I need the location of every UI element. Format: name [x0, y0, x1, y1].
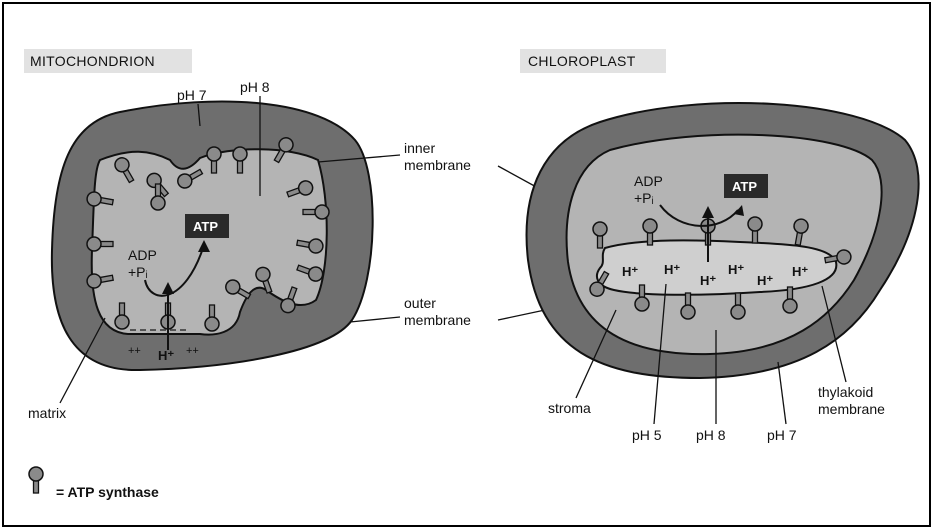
mito-outer-leader [349, 316, 401, 323]
legend-atp-synthase-icon [28, 466, 44, 494]
chloro-h-plus: H⁺ [728, 262, 744, 277]
chloro-atp-box [724, 174, 768, 198]
chloro-stroma-leader [575, 309, 617, 399]
chloro-ph-lumen: pH 5 [632, 427, 662, 443]
chloro-thylakoid-label-2: membrane [818, 401, 885, 417]
mito-h-plus: H⁺ [158, 348, 174, 363]
mito-inner-label-2: membrane [404, 157, 471, 173]
mito-atp-label: ATP [193, 219, 218, 234]
chloro-h-plus: H⁺ [757, 273, 773, 288]
mito-pi-label: +Pᵢ [128, 264, 148, 280]
legend-text: = ATP synthase [56, 484, 159, 500]
mito-synthesis-arrow [144, 244, 205, 297]
chloro-h-plus: H⁺ [700, 273, 716, 288]
mito-ph-matrix: pH 8 [240, 79, 270, 95]
mito-plus-left: ++ [128, 345, 141, 357]
mito-adp-label: ADP [128, 247, 157, 263]
chloro-outer-leader [497, 309, 546, 321]
chloro-pi-label: +Pᵢ [634, 190, 654, 206]
chloro-title-bg [520, 49, 666, 73]
chloro-thylakoid [596, 239, 838, 296]
mito-plus-right: ++ [186, 345, 199, 357]
mito-ph-outer-leader [197, 103, 201, 127]
chloro-thylakoid-label-1: thylakoid [818, 384, 873, 400]
chloro-synthesis-arrow [659, 204, 739, 227]
chloro-h-plus: H⁺ [664, 262, 680, 277]
chloro-ph-stroma: pH 8 [696, 427, 726, 443]
mito-arrowhead [198, 240, 210, 252]
chloro-stroma-label: stroma [548, 400, 591, 416]
chloro-thylakoid-leader [821, 285, 847, 383]
mito-inner-leader [317, 154, 401, 163]
chloro-ph-lumen-leader [653, 283, 667, 425]
mito-matrix-label: matrix [28, 405, 66, 421]
chloro-adp-label: ADP [634, 173, 663, 189]
chloro-h-plus: H⁺ [622, 264, 638, 279]
mito-outer-label-1: outer [404, 295, 436, 311]
chloro-arrowhead [734, 205, 744, 216]
mito-atp-box [185, 214, 229, 238]
chloro-arrowhead-up [702, 206, 714, 218]
chloro-title: CHLOROPLAST [528, 53, 636, 69]
chloro-ph-outer: pH 7 [767, 427, 797, 443]
chloro-atp-label: ATP [732, 179, 757, 194]
mito-outer-label-2: membrane [404, 312, 471, 328]
chloro-h-plus: H⁺ [792, 264, 808, 279]
mito-title-bg [24, 49, 192, 73]
mito-title: MITOCHONDRION [30, 53, 155, 69]
mito-ph-outer: pH 7 [177, 87, 207, 103]
chloro-ph-outer-leader [777, 361, 787, 425]
mito-arrowhead-up [162, 282, 174, 294]
mito-inner-label-1: inner [404, 140, 435, 156]
mito-matrix-leader [59, 317, 106, 404]
